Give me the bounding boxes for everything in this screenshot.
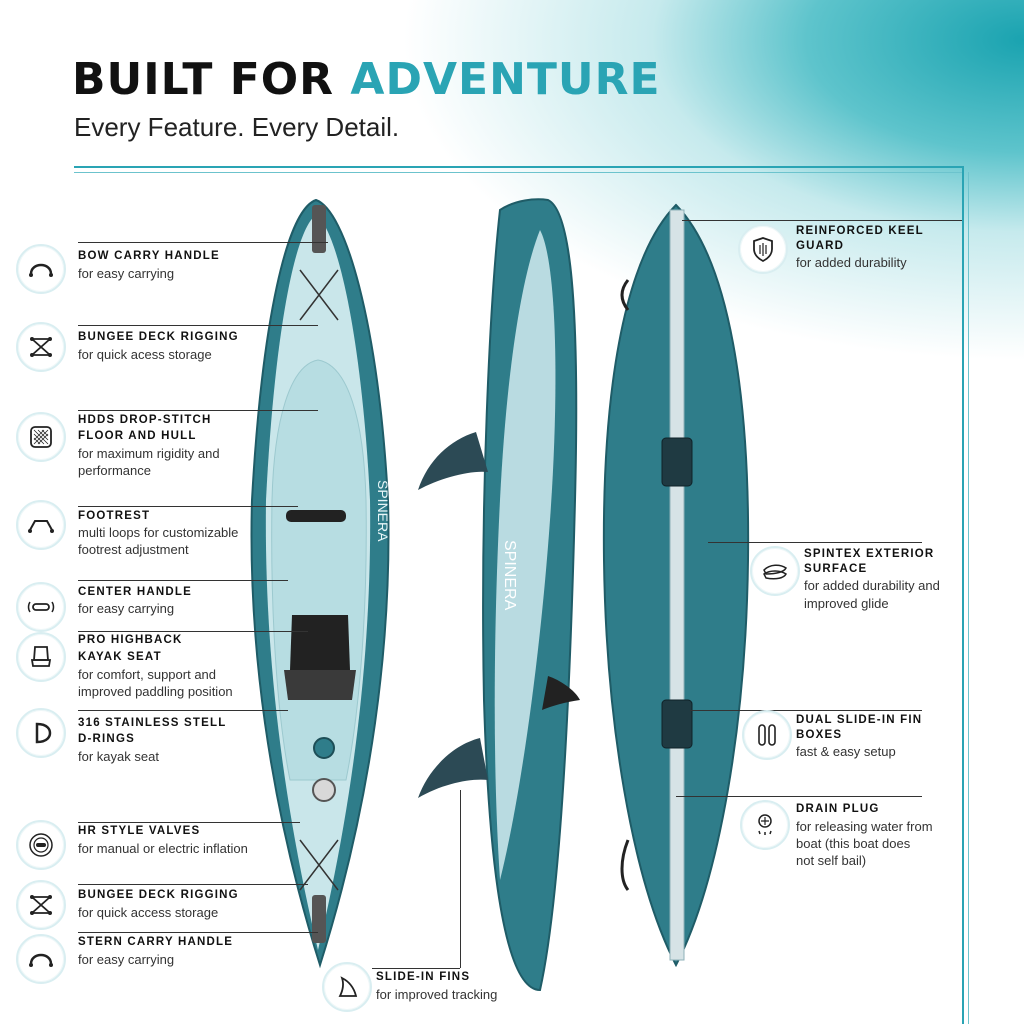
feature-label-valve: HR STYLE VALVES [78,825,201,837]
feature-desc-center-handle: for easy carrying [78,601,175,616]
feature-desc-seat-1: for comfort, support and [78,667,217,682]
leader-bungee-front [78,325,318,326]
feature-label-keel-2: GUARD [796,240,845,252]
page-subtitle: Every Feature. Every Detail. [74,112,400,142]
feature-label-surface-1: SPINTEX EXTERIOR [804,548,935,560]
feature-desc-keel: for added durability [796,255,907,270]
feature-desc-valve: for manual or electric inflation [78,841,248,856]
d-ring-icon [16,708,66,758]
title-part-accent: ADVENTURE [350,54,661,105]
leader-fins-vertical [460,790,461,968]
feature-label-dropstitch-2: FLOOR AND HULL [78,430,197,442]
svg-text:SPINERA: SPINERA [501,540,518,611]
feature-desc-bow-handle: for easy carrying [78,266,175,281]
leader-bungee-rear [78,884,308,885]
feature-label-seat-2: KAYAK SEAT [78,651,162,663]
feature-desc-drain-3: not self bail) [796,853,867,868]
dropstitch-icon [16,412,66,462]
feature-desc-bungee-front: for quick acess storage [78,347,212,362]
fin-box-icon [742,710,792,760]
frame-top-line [74,166,962,168]
bungee-icon [16,322,66,372]
kayak-top-view: SPINERA [250,198,391,969]
feature-label-center-handle: CENTER HANDLE [78,586,192,598]
leader-footrest [78,506,298,507]
bungee-icon-rear [16,880,66,930]
drain-icon [740,800,790,850]
feature-desc-drain-1: for releasing water from [796,819,933,834]
feature-label-stern-handle: STERN CARRY HANDLE [78,936,234,948]
feature-desc-dropstitch-1: for maximum rigidity and [78,446,220,461]
handle-icon [16,244,66,294]
handle-icon-stern [16,934,66,984]
surface-icon [750,546,800,596]
feature-label-fin-box-1: DUAL SLIDE-IN FIN [796,714,923,726]
feature-label-footrest: FOOTREST [78,510,151,522]
kayak-bottom-view [602,203,750,968]
feature-desc-dropstitch-2: performance [78,463,151,478]
frame-right-line [962,166,964,1024]
feature-desc-footrest-2: footrest adjustment [78,542,189,557]
kayak-side-view: SPINERA [418,198,580,992]
leader-bow-handle [78,242,328,243]
svg-text:SPINERA: SPINERA [375,480,391,542]
feature-desc-surface-2: improved glide [804,596,889,611]
feature-label-bungee-front: BUNGEE DECK RIGGING [78,331,239,343]
feature-label-fins: SLIDE-IN FINS [376,971,471,983]
page-title: BUILT FOR ADVENTURE [72,54,661,105]
leader-dropstitch [78,410,318,411]
feature-label-drain: DRAIN PLUG [796,803,880,815]
leader-d-ring [78,710,288,711]
leader-surface [708,542,922,543]
feature-label-surface-2: SURFACE [804,563,868,575]
shield-icon [738,224,788,274]
fin-icon [322,962,372,1012]
feature-desc-seat-2: improved paddling position [78,684,233,699]
feature-desc-d-ring: for kayak seat [78,749,159,764]
leader-fin-box [690,710,922,711]
feature-label-seat-1: PRO HIGHBACK [78,634,183,646]
feature-desc-drain-2: boat (this boat does [796,836,911,851]
frame-right-line-inner [968,172,969,1024]
feature-desc-bungee-rear: for quick access storage [78,905,219,920]
feature-desc-fin-box: fast & easy setup [796,744,896,759]
title-part-black: BUILT FOR [72,54,351,105]
seat-icon [16,632,66,682]
footrest-icon [16,500,66,550]
feature-label-d-ring-2: D-RINGS [78,733,135,745]
feature-label-bow-handle: BOW CARRY HANDLE [78,250,220,262]
valve-icon [16,820,66,870]
leader-center-handle [78,580,288,581]
center-handle-icon [16,582,66,632]
leader-stern-handle [78,932,318,933]
feature-label-fin-box-2: BOXES [796,729,843,741]
feature-desc-stern-handle: for easy carrying [78,952,175,967]
leader-seat [78,631,308,632]
frame-top-line-inner [74,172,964,173]
feature-label-dropstitch-1: HDDS DROP-STITCH [78,414,212,426]
leader-fins [372,968,460,969]
feature-desc-fins: for improved tracking [376,987,498,1002]
feature-desc-footrest-1: multi loops for customizable [78,525,239,540]
leader-drain [676,796,922,797]
feature-label-d-ring-1: 316 STAINLESS STELL [78,717,227,729]
feature-desc-surface-1: for added durability and [804,578,940,593]
leader-valve [78,822,300,823]
feature-label-bungee-rear: BUNGEE DECK RIGGING [78,889,239,901]
leader-keel [682,220,962,221]
feature-label-keel-1: REINFORCED KEEL [796,225,924,237]
